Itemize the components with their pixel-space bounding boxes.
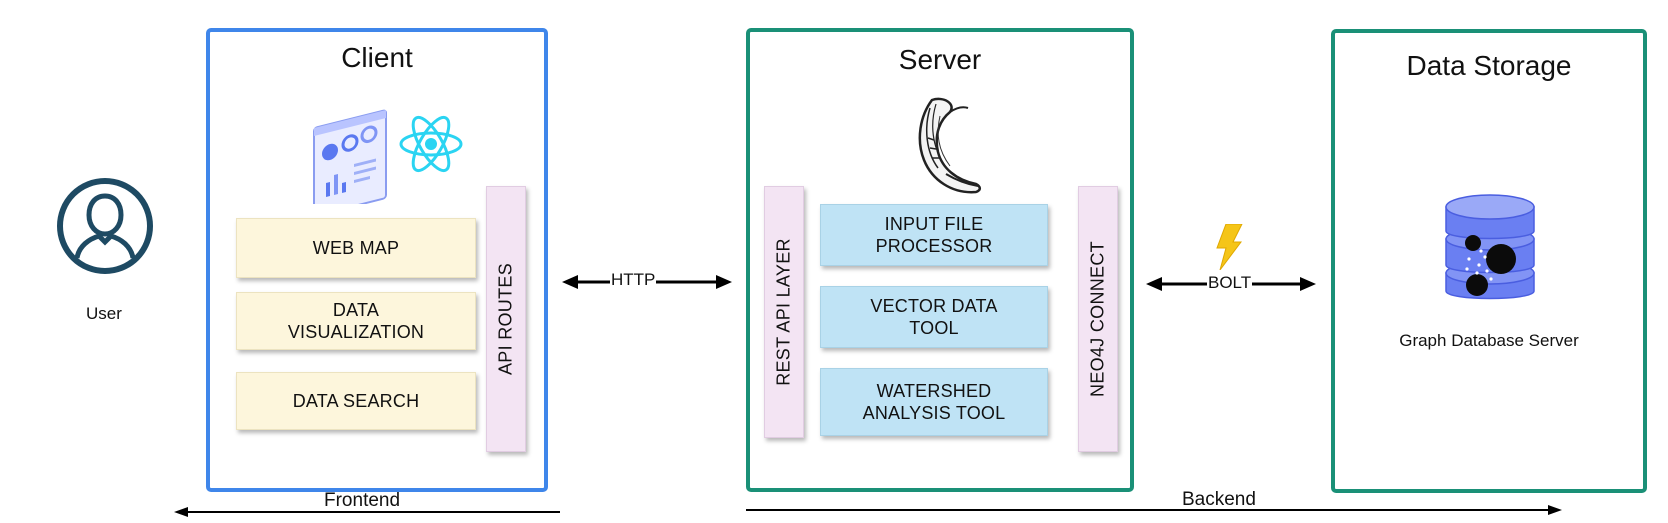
backend-arrow bbox=[746, 505, 1562, 515]
graph-database-icon bbox=[1445, 194, 1535, 300]
rest-api-layer-label: REST API LAYER bbox=[773, 238, 794, 386]
data-storage-panel: Data Storage Graph Database Server bbox=[1331, 29, 1647, 493]
neo4j-connect-label: NEO4J CONNECT bbox=[1087, 241, 1108, 397]
dashboard-illustration-icon bbox=[313, 109, 387, 204]
server-panel: Server REST API LAYER INPUT FILE PROCESS… bbox=[746, 28, 1134, 492]
data-search-module: DATA SEARCH bbox=[236, 372, 476, 430]
http-label: HTTP bbox=[610, 270, 657, 290]
frontend-arrow bbox=[174, 507, 560, 517]
watershed-analysis-tool: WATERSHED ANALYSIS TOOL bbox=[820, 368, 1048, 436]
api-routes-label: API ROUTES bbox=[495, 262, 516, 376]
graph-database-label: Graph Database Server bbox=[1399, 331, 1579, 350]
lightning-bolt-icon bbox=[1216, 224, 1243, 270]
web-map-module: WEB MAP bbox=[236, 218, 476, 278]
data-storage-title: Data Storage bbox=[1406, 50, 1572, 81]
client-title: Client bbox=[341, 42, 413, 73]
vector-data-tool: VECTOR DATA TOOL bbox=[820, 286, 1048, 348]
neo4j-connect-layer: NEO4J CONNECT bbox=[1078, 186, 1118, 452]
api-routes-layer: API ROUTES bbox=[486, 186, 526, 452]
input-file-processor-tool: INPUT FILE PROCESSOR bbox=[820, 204, 1048, 266]
bolt-label: BOLT bbox=[1207, 273, 1253, 293]
react-logo-icon bbox=[399, 115, 463, 173]
server-title: Server bbox=[898, 44, 982, 75]
backend-label: Backend bbox=[1182, 489, 1256, 510]
frontend-label: Frontend bbox=[324, 490, 401, 511]
data-visualization-module: DATA VISUALIZATION bbox=[236, 292, 476, 350]
rest-api-layer: REST API LAYER bbox=[764, 186, 804, 438]
user-label: User bbox=[86, 304, 122, 323]
client-panel: Client WEB MAP DATA VISUALIZATION DATA S… bbox=[206, 28, 548, 492]
flask-logo-icon bbox=[918, 97, 981, 194]
user-avatar-icon bbox=[57, 178, 153, 274]
